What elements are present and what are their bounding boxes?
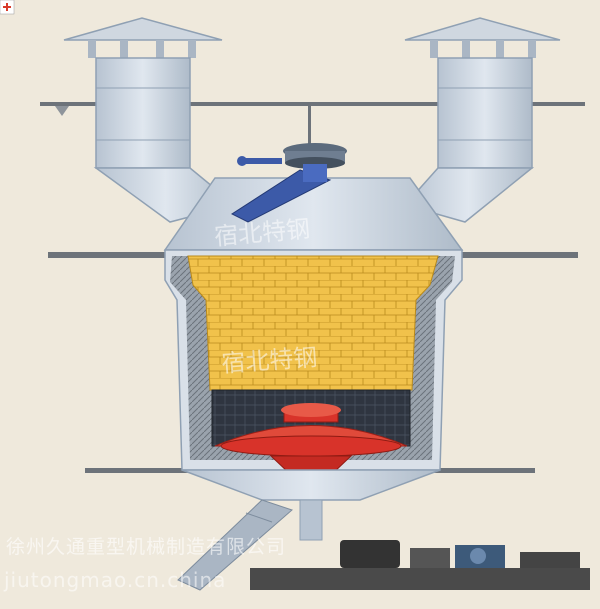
svg-text:宿北特钢: 宿北特钢	[220, 343, 318, 378]
upper-platform-beam	[40, 102, 585, 146]
corner-plus-icon	[0, 0, 15, 15]
discharge-chute	[177, 499, 293, 591]
discharge-hopper	[181, 469, 441, 541]
refractory-lining	[187, 255, 439, 391]
top-feeder	[230, 143, 347, 223]
right-exhaust-stack	[403, 17, 561, 223]
ground-equipment	[250, 540, 590, 590]
